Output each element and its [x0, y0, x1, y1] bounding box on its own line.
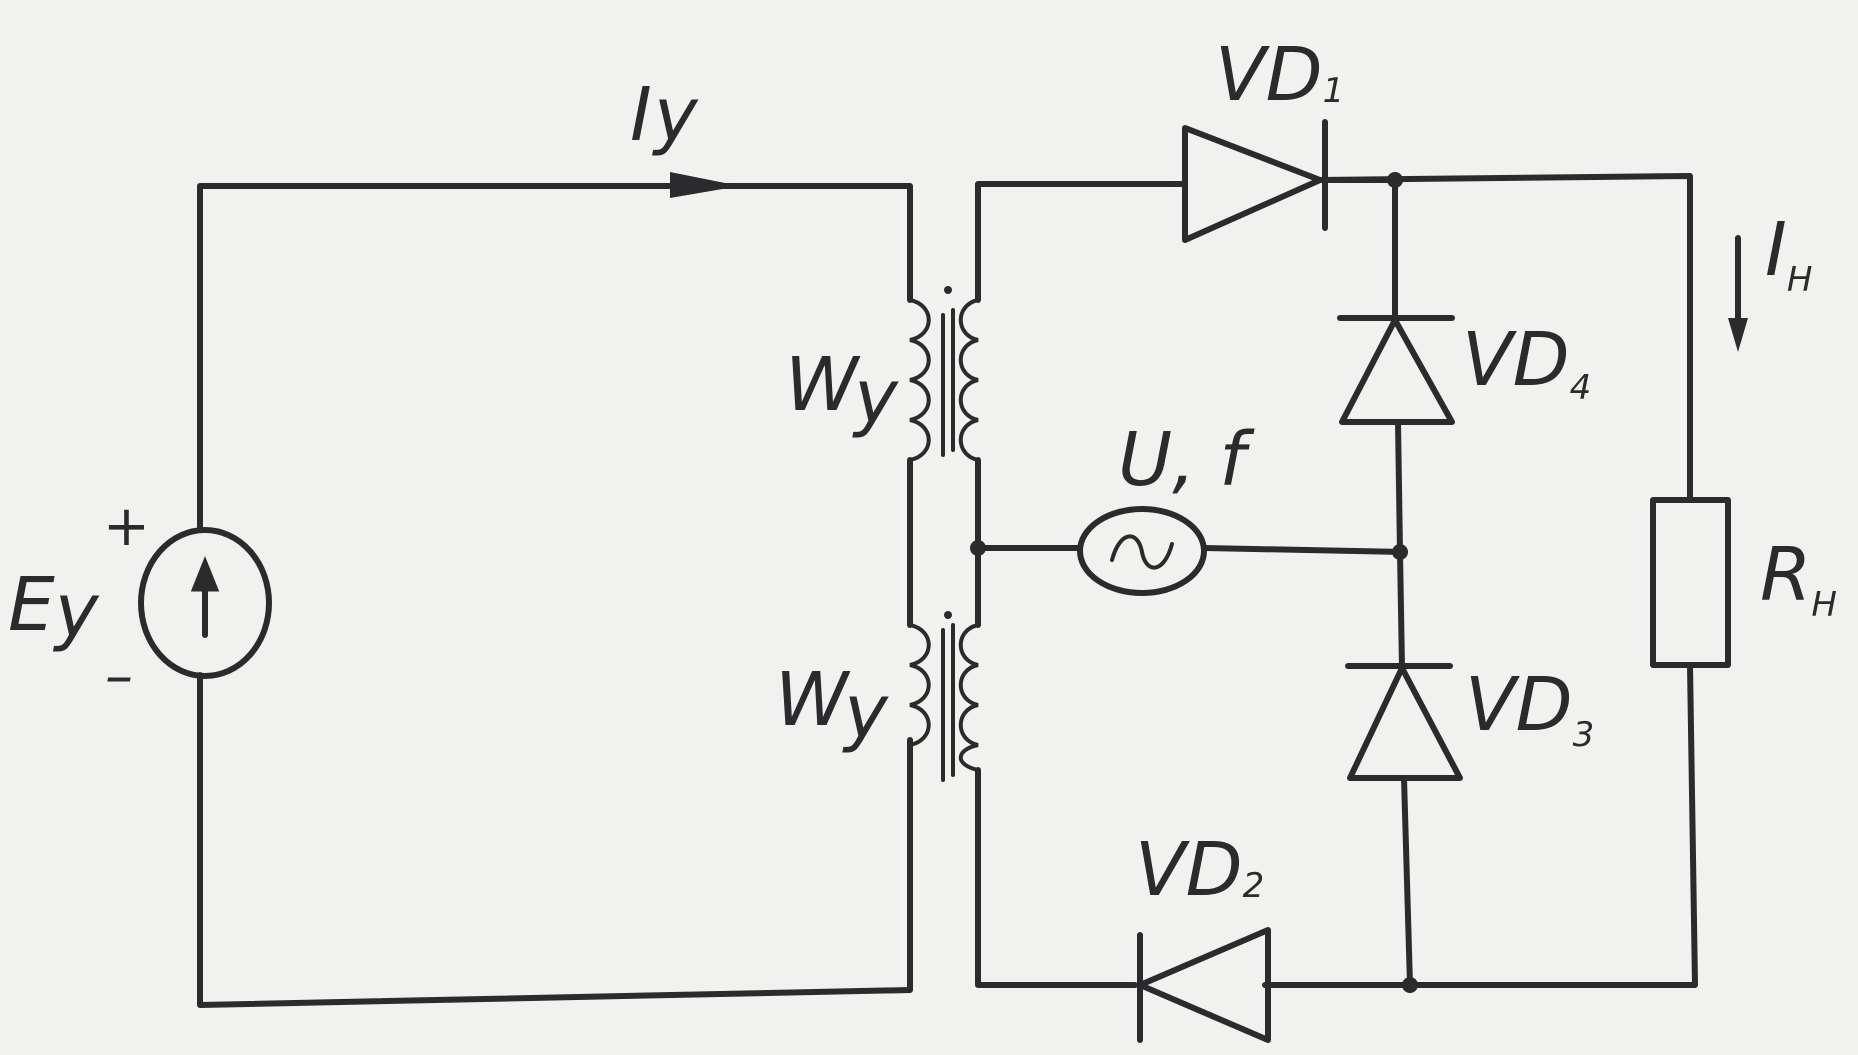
diode-vd4	[1337, 315, 1455, 425]
ac-source-circle	[1077, 506, 1207, 596]
coil-secondary-bottom	[958, 623, 980, 772]
coil-secondary-top	[958, 298, 980, 462]
diode-vd2	[1137, 927, 1271, 1043]
dc-source	[138, 527, 272, 679]
dot-marker-bottom	[944, 611, 952, 619]
label-control-current: Iy	[630, 72, 699, 158]
label-winding-bottom: Wy	[775, 657, 889, 755]
label-vd4: VD4	[1462, 317, 1591, 408]
control-wire-bottom	[197, 672, 913, 1008]
load-resistor	[1650, 497, 1731, 668]
junction-dots	[970, 172, 1418, 993]
ac-source	[1077, 506, 1207, 596]
wire-top-right	[1317, 173, 1693, 503]
control-wire-top	[197, 183, 913, 533]
wire-ac-right	[1202, 545, 1408, 555]
label-winding-top: Wy	[785, 342, 899, 440]
label-source-plus: +	[103, 494, 150, 559]
control-current-arrow	[670, 172, 740, 198]
junction-left	[970, 540, 986, 556]
coil-primary-top	[908, 298, 931, 462]
label-vd3: VD3	[1465, 662, 1594, 755]
diode-vd3	[1345, 663, 1463, 781]
power-wiring	[975, 173, 1698, 988]
dc-source-circle	[138, 527, 272, 679]
wire-left-bottom	[975, 767, 1138, 988]
label-vd1: VD1	[1215, 32, 1344, 118]
junction-bottom	[1402, 977, 1418, 993]
diode-vd1	[1167, 119, 1398, 243]
label-source-minus: –	[105, 644, 133, 709]
label-source: Ey	[8, 562, 100, 654]
load-current-arrow	[1728, 235, 1748, 352]
label-load-current: IH	[1765, 207, 1812, 300]
arrow-up-icon	[190, 555, 220, 638]
label-load-resistor: RH	[1760, 532, 1837, 625]
label-ac-source: U, f	[1118, 417, 1255, 503]
wire-bridge-mid-up	[1395, 419, 1403, 555]
transformer-top	[908, 286, 980, 462]
sine-wave-icon	[1110, 534, 1174, 570]
transformer-bottom	[908, 611, 980, 782]
dot-marker-top	[944, 286, 952, 294]
wire-bridge-mid-down	[1397, 549, 1405, 671]
label-vd2: VD2	[1135, 827, 1264, 913]
junction-middle	[1392, 544, 1408, 560]
wire-left-top	[975, 181, 1173, 303]
wire-bridge-bottom	[1401, 775, 1413, 988]
coil-primary-bottom	[908, 623, 931, 747]
control-loop	[197, 183, 913, 1008]
